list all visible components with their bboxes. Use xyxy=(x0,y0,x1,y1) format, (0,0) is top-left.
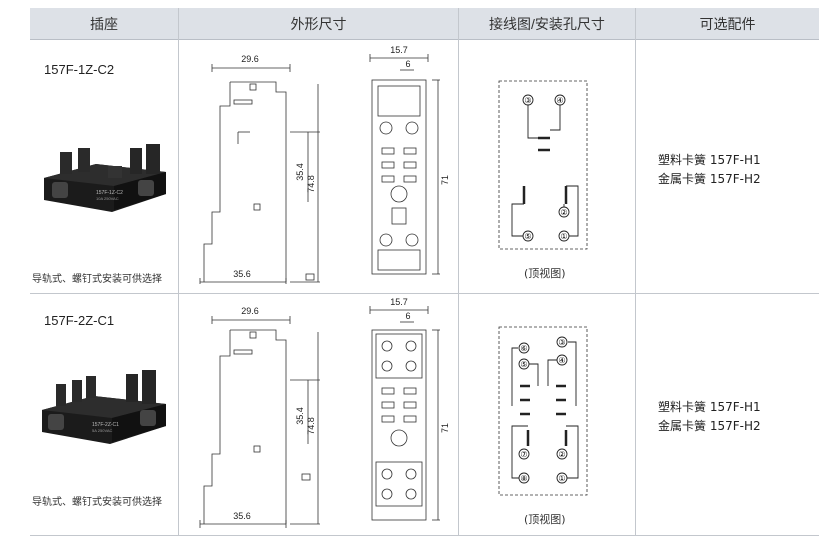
top-view-caption: (顶视图) xyxy=(524,513,566,526)
row1-model: 157F-1Z-C2 xyxy=(44,62,115,77)
dim-bottom: 35.6 xyxy=(233,269,251,279)
front-view-drawing-2z: 15.7 6 71 xyxy=(369,298,450,521)
dim-bottom: 35.6 xyxy=(233,511,251,521)
dim-front-width: 15.7 xyxy=(390,298,408,307)
pin-label: ④ xyxy=(558,356,565,365)
row2-accessories: 塑料卡簧 157F-H1 金属卡簧 157F-H2 xyxy=(658,398,761,436)
pin-label: ③ xyxy=(558,338,565,347)
dim-front-width: 15.7 xyxy=(390,45,408,55)
socket-photo-label: 157F-1Z-C2 xyxy=(96,190,123,196)
pin-label: ⑧ xyxy=(520,474,527,483)
dim-front-inner: 6 xyxy=(405,311,410,321)
row-divider xyxy=(30,535,819,536)
side-view-drawing-2z: 29.6 35.4 74.8 35.6 xyxy=(199,306,320,528)
dim-front-height: 71 xyxy=(440,423,450,433)
accessory-plastic-clip: 塑料卡簧 157F-H1 xyxy=(658,153,761,167)
pin-label: ② xyxy=(558,450,565,459)
row2-model: 157F-2Z-C1 xyxy=(44,313,115,328)
row1-accessories: 塑料卡簧 157F-H1 金属卡簧 157F-H2 xyxy=(658,151,761,189)
header-accessories: 可选配件 xyxy=(636,8,819,40)
front-view-drawing-1z: 15.7 6 71 xyxy=(369,45,450,275)
row-divider xyxy=(30,293,819,294)
pin-label: ① xyxy=(560,232,567,241)
column-divider xyxy=(635,8,636,536)
socket-photo-2z: 157F-2Z-C1 5A 250VAC xyxy=(42,370,166,444)
header-dimensions: 外形尺寸 xyxy=(179,8,458,40)
wiring-diagram-2z: ⑥ ③ ⑤ ④ ⑦ ② ⑧ ① xyxy=(498,326,588,496)
dim-front-inner: 6 xyxy=(405,59,410,69)
pin-label: ⑥ xyxy=(520,344,527,353)
row2-mount-note: 导轨式、螺钉式安装可供选择 xyxy=(32,497,162,508)
dim-inner-height: 35.4 xyxy=(295,163,305,181)
socket-photo-1z: 157F-1Z-C2 10A 250VAC xyxy=(44,144,166,212)
accessory-metal-clip: 金属卡簧 157F-H2 xyxy=(658,419,761,433)
pin-label: ② xyxy=(560,208,567,217)
accessory-plastic-clip: 塑料卡簧 157F-H1 xyxy=(658,400,761,414)
svg-text:10A 250VAC: 10A 250VAC xyxy=(96,196,119,201)
svg-text:5A 250VAC: 5A 250VAC xyxy=(92,428,112,433)
dim-inner-height: 35.4 xyxy=(295,407,305,425)
dim-front-height: 71 xyxy=(440,175,450,185)
side-view-drawing-1z: 29.6 35.4 74.8 35.6 xyxy=(199,54,320,284)
pin-label: ⑤ xyxy=(524,232,531,241)
dim-top: 29.6 xyxy=(241,54,259,64)
top-view-caption: (顶视图) xyxy=(524,267,566,280)
pin-label: ③ xyxy=(524,96,531,105)
spec-table: 插座 外形尺寸 接线图/安装孔尺寸 可选配件 157F-1Z-C2 157F-1… xyxy=(30,8,819,536)
column-divider xyxy=(458,8,459,536)
dim-top: 29.6 xyxy=(241,306,259,316)
wiring-diagram-1z: ③ ④ ② ⑤ ① xyxy=(498,80,588,250)
pin-label: ⑤ xyxy=(520,360,527,369)
socket-photo-label: 157F-2Z-C1 xyxy=(92,422,119,428)
pin-label: ① xyxy=(558,474,565,483)
dim-total-height: 74.8 xyxy=(306,175,316,193)
column-divider xyxy=(178,8,179,536)
dim-total-height: 74.8 xyxy=(306,417,316,435)
pin-label: ⑦ xyxy=(520,450,527,459)
header-socket: 插座 xyxy=(30,8,178,40)
accessory-metal-clip: 金属卡簧 157F-H2 xyxy=(658,172,761,186)
row1-mount-note: 导轨式、螺钉式安装可供选择 xyxy=(32,274,162,285)
pin-label: ④ xyxy=(556,96,563,105)
header-wiring: 接线图/安装孔尺寸 xyxy=(459,8,635,40)
